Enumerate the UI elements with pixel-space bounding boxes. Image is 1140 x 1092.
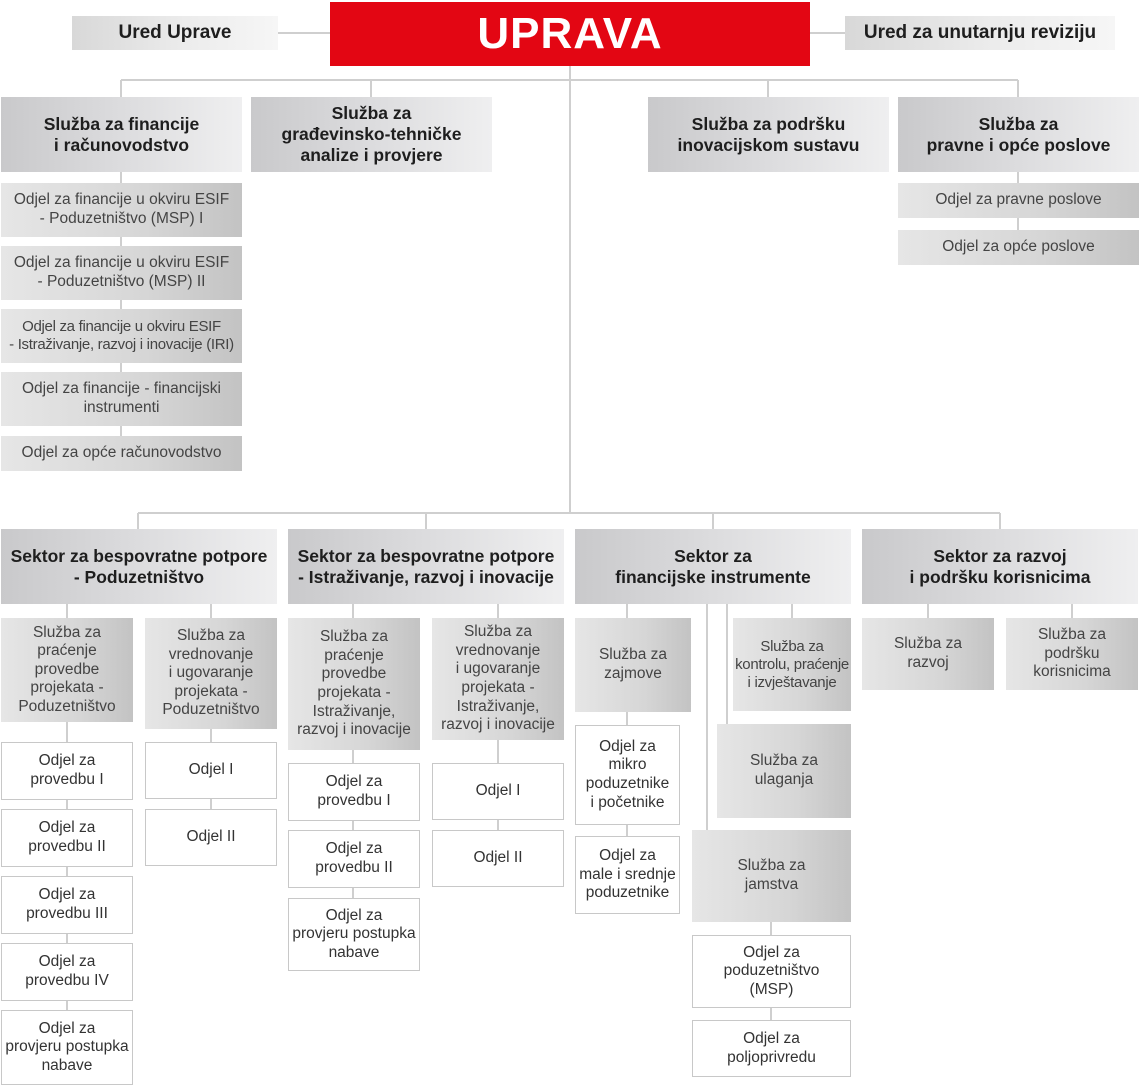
odjel-iri-1-vrednovanje: Odjel I <box>432 763 564 820</box>
sektor-poduzetnistvo-box: Sektor za bespovratne potpore - Poduzetn… <box>1 529 277 604</box>
uprava-box: UPRAVA <box>330 2 810 66</box>
sluzba-vrednovanje-poduzetnistvo: Služba za vrednovanje i ugovaranje proje… <box>145 618 277 729</box>
odjel-poljoprivredu: Odjel za poljoprivredu <box>692 1020 851 1077</box>
odjel-label: Odjel za pravne poslove <box>935 191 1102 209</box>
ured-uprave-box: Ured Uprave <box>72 16 278 50</box>
ured-revizija-label: Ured za unutarnju reviziju <box>863 21 1097 43</box>
odjel-label: Odjel za financije - financijski instrum… <box>21 380 221 416</box>
odjel-label: Odjel I <box>475 782 521 800</box>
odjel-provedbu-4: Odjel za provedbu IV <box>1 943 133 1001</box>
sluzba-label: Služba za podršku korisnicima <box>1033 626 1111 681</box>
odjel-financije-msp1: Odjel za financije u okviru ESIF - Poduz… <box>1 183 242 237</box>
odjel-1-vrednovanje: Odjel I <box>145 742 277 799</box>
odjel-male-srednje-poduzetnike: Odjel za male i srednje poduzetnike <box>575 836 680 914</box>
sluzba-razvoj: Služba za razvoj <box>862 618 994 690</box>
odjel-opce-racunovodstvo: Odjel za opće računovodstvo <box>1 436 242 471</box>
sluzba-podrska-korisnicima: Služba za podršku korisnicima <box>1006 618 1138 690</box>
sluzba-label: Služba za praćenje provedbe projekata - … <box>297 628 411 739</box>
sluzba-gradevinsko-title: Služba za građevinsko-tehničke analize i… <box>281 103 462 165</box>
sluzba-label: Služba za zajmove <box>598 646 668 682</box>
odjel-provedbu-2: Odjel za provedbu II <box>1 809 133 867</box>
sluzba-label: Služba za ulaganja <box>749 752 819 788</box>
odjel-label: Odjel za provedbu II <box>28 819 106 855</box>
odjel-label: Odjel za mikro poduzetnike i početnike <box>585 737 670 811</box>
ured-uprave-label: Ured Uprave <box>118 21 232 43</box>
odjel-provedbu-1: Odjel za provedbu I <box>1 742 133 800</box>
sluzba-vrednovanje-iri: Služba za vrednovanje i ugovaranje proje… <box>432 618 564 740</box>
odjel-label: Odjel za financije u okviru ESIF - Poduz… <box>13 191 230 227</box>
sluzba-inovacijski-box: Služba za podršku inovacijskom sustavu <box>648 97 889 172</box>
odjel-label: Odjel za provedbu I <box>317 773 391 809</box>
sluzba-label: Služba za razvoj <box>893 635 963 671</box>
sluzba-label: Služba za jamstva <box>737 857 806 893</box>
odjel-financije-instrumenti: Odjel za financije - financijski instrum… <box>1 372 242 426</box>
odjel-iri-2-vrednovanje: Odjel II <box>432 830 564 887</box>
odjel-label: Odjel za poduzetništvo (MSP) <box>723 943 820 998</box>
odjel-opce-poslove: Odjel za opće poslove <box>898 230 1139 265</box>
odjel-financije-msp2: Odjel za financije u okviru ESIF - Poduz… <box>1 246 242 300</box>
sluzba-inovacijski-title: Služba za podršku inovacijskom sustavu <box>677 113 860 155</box>
odjel-label: Odjel za opće poslove <box>942 238 1095 256</box>
sluzba-pravne-title: Služba za pravne i opće poslove <box>926 113 1111 155</box>
odjel-iri-provedbu-1: Odjel za provedbu I <box>288 763 420 821</box>
odjel-label: Odjel za provjeru postupka nabave <box>5 1019 129 1074</box>
odjel-label: Odjel za male i srednje poduzetnike <box>579 847 676 902</box>
ured-revizija-box: Ured za unutarnju reviziju <box>845 16 1115 50</box>
sluzba-label: Služba za vrednovanje i ugovaranje proje… <box>162 627 260 719</box>
sektor-iri-box: Sektor za bespovratne potpore - Istraživ… <box>288 529 564 604</box>
sluzba-label: Služba za kontrolu, praćenje i izvještav… <box>735 637 849 691</box>
sluzba-pracenje-iri: Služba za praćenje provedbe projekata - … <box>288 618 420 750</box>
sektor-razvoj-title: Sektor za razvoj i podršku korisnicima <box>909 545 1091 587</box>
odjel-label: Odjel za provedbu I <box>30 752 104 788</box>
sluzba-pravne-box: Služba za pravne i opće poslove <box>898 97 1139 172</box>
odjel-label: Odjel II <box>186 828 236 846</box>
sluzba-pracenje-poduzetnistvo: Služba za praćenje provedbe projekata - … <box>1 618 133 722</box>
sluzba-financije-box: Služba za financije i računovodstvo <box>1 97 242 172</box>
odjel-poduzetnistvo-msp: Odjel za poduzetništvo (MSP) <box>692 935 851 1008</box>
odjel-label: Odjel za opće računovodstvo <box>21 444 222 462</box>
odjel-label: Odjel II <box>473 849 523 867</box>
uprava-label: UPRAVA <box>477 8 663 58</box>
sektor-iri-title: Sektor za bespovratne potpore - Istraživ… <box>297 545 555 587</box>
odjel-2-vrednovanje: Odjel II <box>145 809 277 866</box>
sektor-financijski-title: Sektor za financijske instrumente <box>615 545 811 587</box>
sluzba-jamstva: Služba za jamstva <box>692 830 851 922</box>
odjel-label: Odjel za financije u okviru ESIF - Istra… <box>9 318 234 353</box>
odjel-pravne-poslove: Odjel za pravne poslove <box>898 183 1139 218</box>
odjel-provedbu-3: Odjel za provedbu III <box>1 876 133 934</box>
sluzba-ulaganja: Služba za ulaganja <box>717 724 851 818</box>
sluzba-financije-title: Služba za financije i računovodstvo <box>43 113 200 155</box>
odjel-provjeru-nabave: Odjel za provjeru postupka nabave <box>1 1010 133 1085</box>
sluzba-gradevinsko-box: Služba za građevinsko-tehničke analize i… <box>251 97 492 172</box>
sektor-financijski-box: Sektor za financijske instrumente <box>575 529 851 604</box>
odjel-label: Odjel za provjeru postupka nabave <box>292 906 416 961</box>
sluzba-label: Služba za praćenje provedbe projekata - … <box>18 623 116 715</box>
odjel-financije-iri: Odjel za financije u okviru ESIF - Istra… <box>1 309 242 363</box>
sektor-razvoj-box: Sektor za razvoj i podršku korisnicima <box>862 529 1138 604</box>
sluzba-label: Služba za vrednovanje i ugovaranje proje… <box>441 623 555 734</box>
odjel-label: Odjel I <box>188 761 234 779</box>
odjel-label: Odjel za provedbu IV <box>25 953 109 989</box>
odjel-iri-provjeru-nabave: Odjel za provjeru postupka nabave <box>288 898 420 971</box>
sluzba-zajmove: Služba za zajmove <box>575 618 691 712</box>
odjel-iri-provedbu-2: Odjel za provedbu II <box>288 830 420 888</box>
odjel-label: Odjel za financije u okviru ESIF - Poduz… <box>13 254 230 290</box>
odjel-mikro-poduzetnike: Odjel za mikro poduzetnike i početnike <box>575 725 680 825</box>
odjel-label: Odjel za provedbu II <box>315 840 393 876</box>
odjel-label: Odjel za poljoprivredu <box>727 1029 816 1066</box>
sektor-poduzetnistvo-title: Sektor za bespovratne potpore - Poduzetn… <box>10 545 268 587</box>
odjel-label: Odjel za provedbu III <box>26 886 108 922</box>
sluzba-kontrola: Služba za kontrolu, praćenje i izvještav… <box>733 618 851 711</box>
